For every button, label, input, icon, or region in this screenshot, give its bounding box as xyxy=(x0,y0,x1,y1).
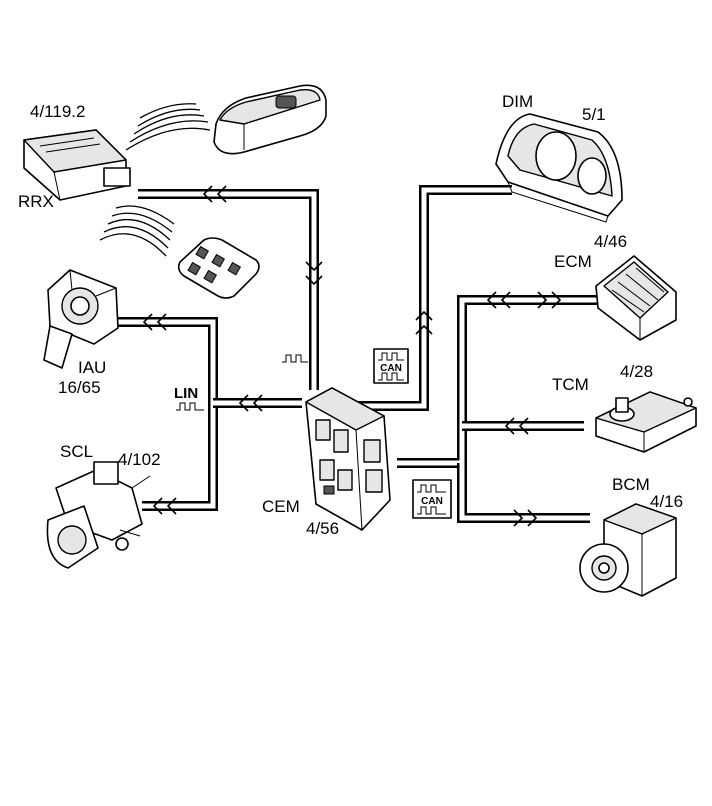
tcm-module-icon xyxy=(595,391,697,453)
iau-code-label: 16/65 xyxy=(58,378,101,397)
bcm-label: BCM xyxy=(612,475,650,494)
signal-pulse-icon xyxy=(282,354,308,363)
ecm-code-label: 4/46 xyxy=(594,232,627,251)
cem-label: CEM xyxy=(262,497,300,516)
iau-unit-icon xyxy=(43,269,119,369)
tcm-code-label: 4/28 xyxy=(620,362,653,381)
lin-symbol: LIN xyxy=(174,385,204,411)
can-label-a: CAN xyxy=(380,363,402,374)
bus-can-dim xyxy=(355,185,512,411)
scl-steering-lock-icon xyxy=(46,461,151,569)
ecm-label: ECM xyxy=(554,252,592,271)
cem-code-label: 4/56 xyxy=(306,519,339,538)
wireless-waves-upper xyxy=(125,103,211,151)
bcm-module-icon xyxy=(579,503,677,597)
bus-can-modules xyxy=(397,295,598,523)
key-fob-icon xyxy=(213,84,327,155)
can-box-a: CAN xyxy=(373,348,409,384)
dim-label: DIM xyxy=(502,92,533,111)
bus-rrx-cem xyxy=(138,189,319,390)
ecm-module-icon xyxy=(595,255,677,341)
can-label-b: CAN xyxy=(421,496,443,507)
dim-instrument-cluster-icon xyxy=(495,113,623,223)
bus-arrows xyxy=(142,185,562,527)
scl-code-label: 4/102 xyxy=(118,450,161,469)
lin-label: LIN xyxy=(174,385,198,402)
remote-key-icon xyxy=(177,237,260,299)
rrx-code-label: 4/119.2 xyxy=(30,102,85,121)
cem-module-icon xyxy=(305,387,391,531)
dim-code-label: 5/1 xyxy=(582,105,606,124)
iau-label: IAU xyxy=(78,358,106,377)
tcm-label: TCM xyxy=(552,375,589,394)
rrx-label: RRX xyxy=(18,192,54,211)
wireless-waves-lower xyxy=(99,205,175,257)
bus-iau-cem xyxy=(118,317,302,511)
bcm-code-label: 4/16 xyxy=(650,492,683,511)
rrx-receiver-icon xyxy=(23,129,131,201)
can-box-b: CAN xyxy=(412,479,452,519)
scl-label: SCL xyxy=(60,442,93,461)
